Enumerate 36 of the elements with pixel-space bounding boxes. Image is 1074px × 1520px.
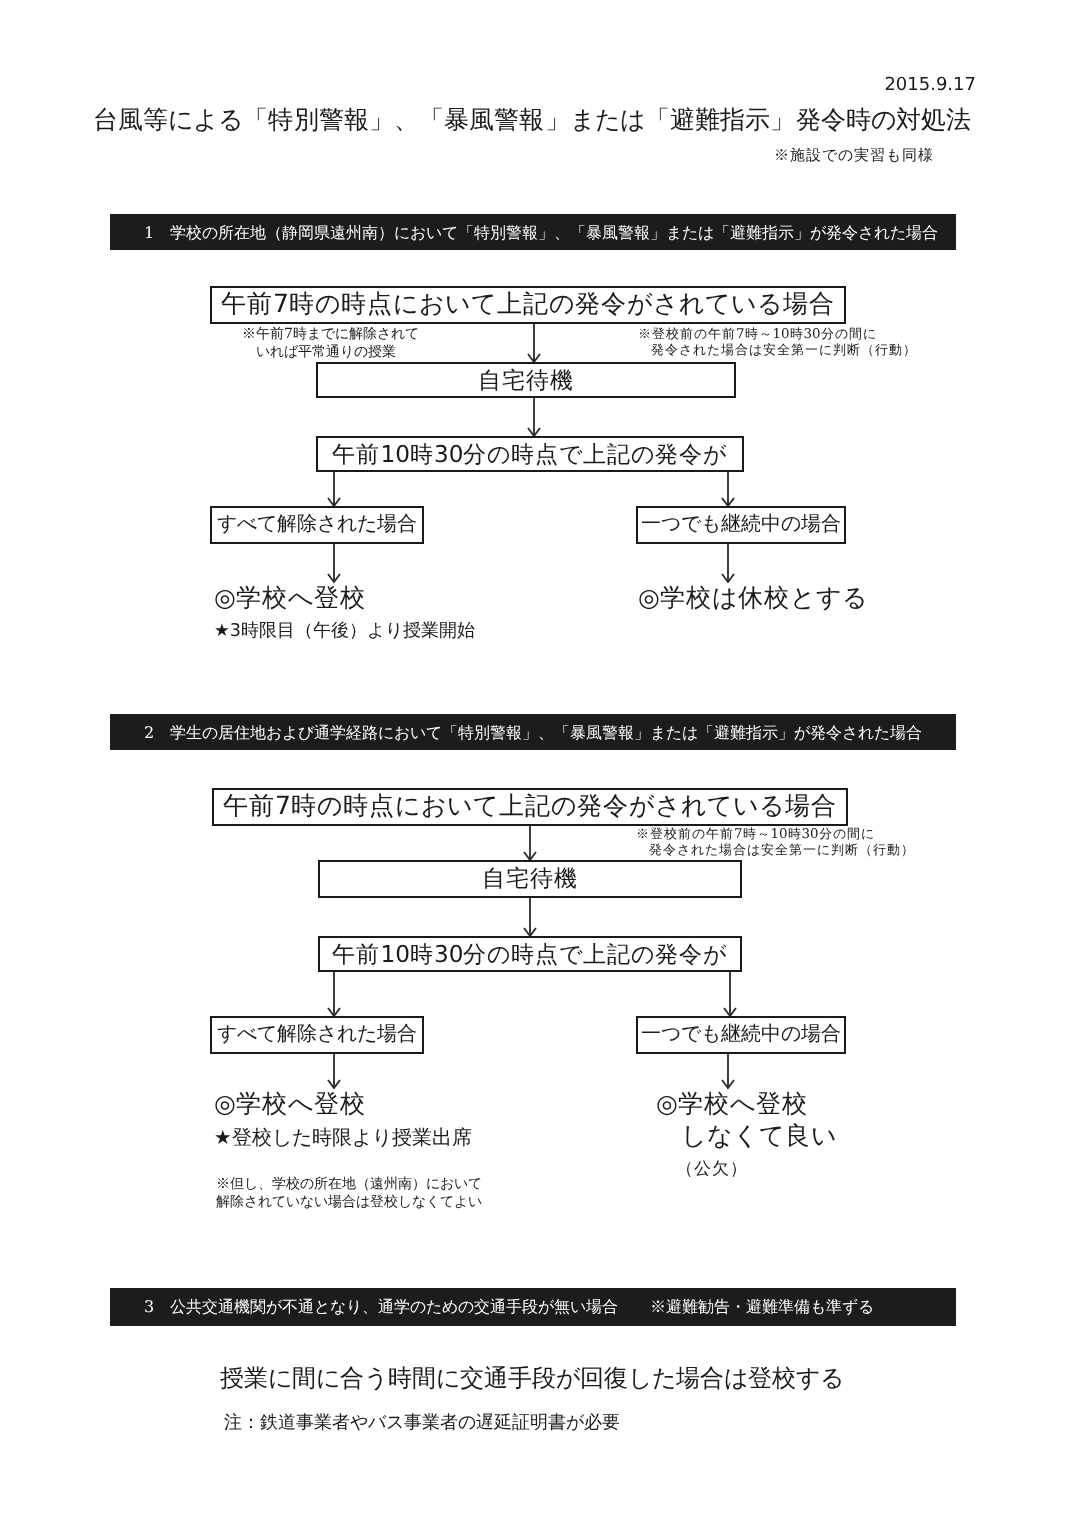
condition-box: 一つでも継続中の場合 [636,1016,846,1054]
arrow [721,543,735,583]
result-text: ◎学校へ登校 [214,1088,366,1118]
note-text: （公欠） [676,1159,748,1180]
note-text: ★登校した時限より授業出席 [214,1128,472,1152]
arrow [721,471,735,507]
section-header-bar: 1 学校の所在地（静岡県遠州南）において「特別警報」、「暴風警報」または「避難指示」が発令された場合 [110,214,956,250]
title-text: 台風等による「特別警報」、「暴風警報」または「避難指示」発令時の対処法 [92,104,972,138]
note-text: 注：鉄道事業者やバス事業者の遅延証明書が必要 [224,1414,620,1436]
process-box: 午前10時30分の時点で上記の発令が [316,436,744,472]
arrow [523,825,537,861]
condition-box: すべて解除された場合 [210,506,424,544]
condition-box: 一つでも継続中の場合 [636,506,846,544]
arrow [327,543,341,583]
arrow [523,897,537,937]
arrow [721,1053,735,1089]
arrow [327,971,341,1017]
arrow [527,323,541,363]
section-header-bar: 3 公共交通機関が不通となり、通学のための交通手段が無い場合 ※避難勧告・避難準備も準ずる [110,1288,956,1326]
arrow [327,1053,341,1089]
arrow [527,397,541,437]
process-box: 午前7時の時点において上記の発令がされている場合 [212,788,848,826]
instruction-text: 授業に間に合う時間に交通手段が回復した場合は登校する [220,1364,844,1395]
result-text: ◎学校は休校とする [638,582,868,616]
date-label: 2015.9.17 [884,76,976,99]
condition-box: すべて解除された場合 [210,1016,424,1054]
process-box: 午前7時の時点において上記の発令がされている場合 [210,286,846,324]
arrow [327,471,341,507]
result-text: ◎学校へ登校 [214,582,366,612]
note-text: ★3時限目（午後）より授業開始 [214,622,475,644]
arrow [723,971,737,1017]
process-box: 自宅待機 [316,362,736,398]
section-header-bar: 2 学生の居住地および通学経路において「特別警報」、「暴風警報」または「避難指示」が発令された場合 [110,714,956,750]
process-box: 自宅待機 [318,860,742,898]
result-text: ◎学校へ登校しなくて良い [656,1088,837,1153]
process-box: 午前10時30分の時点で上記の発令が [318,936,742,972]
